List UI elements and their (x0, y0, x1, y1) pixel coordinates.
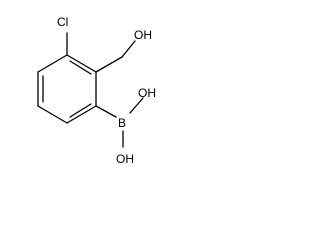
ring-bond-c1-c2 (37, 54, 68, 73)
ring-double-bond-2 (69, 60, 92, 75)
boronic-oh-lower-label: OH (116, 152, 134, 166)
bond-ring-b (95, 105, 117, 118)
ring-bond-c4-c5 (66, 105, 97, 124)
boron-label: B (118, 116, 126, 130)
benzene-ring (37, 54, 97, 124)
bond-ch2-oh (121, 40, 136, 58)
chemical-structure: Cl OH B OH OH (37, 15, 156, 166)
ring-bond-c5-c6 (37, 105, 68, 124)
bond-ring-ch2 (95, 56, 123, 73)
bond-b-oh-upper (129, 97, 144, 114)
boronic-oh-upper-label: OH (138, 86, 156, 100)
ring-bond-c2-c3 (66, 54, 97, 73)
hydroxymethyl-oh-label: OH (134, 28, 152, 42)
chlorine-label: Cl (57, 15, 68, 29)
ring-double-bond-3 (69, 103, 92, 118)
structure-canvas: Cl OH B OH OH (0, 0, 160, 178)
